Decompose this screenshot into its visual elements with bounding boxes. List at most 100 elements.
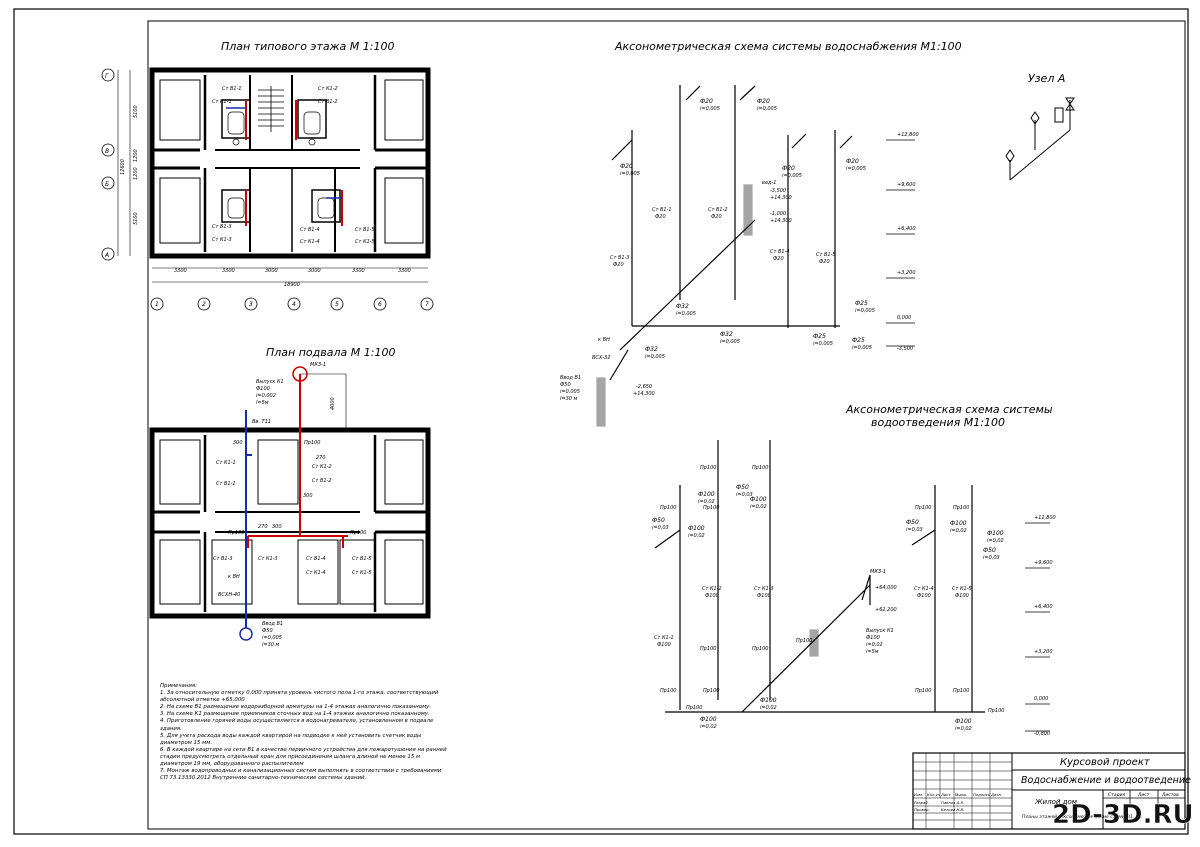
riser-label: Ст К1-2 (312, 464, 332, 470)
stamp-subject: Водоснабжение и водоотведение (1021, 775, 1191, 786)
riser-label: Ст В1-5 (816, 252, 836, 258)
riser-label: Ст В1-2 (318, 99, 338, 105)
stamp-name: Белова Н.В. (941, 807, 964, 812)
misc-label: -1,000 (770, 211, 786, 217)
riser-label: Ст В1-2 (708, 207, 728, 213)
misc-label: -2,650 (636, 384, 652, 390)
pr-label: Пр100 (703, 505, 719, 511)
stamp-role: Разраб. (914, 800, 929, 805)
riser-label: Ф20 (819, 259, 830, 265)
pr-label: Пр100 (752, 465, 768, 471)
riser-label: Ф100 (705, 593, 719, 599)
pipe-label: Ф20 (620, 163, 633, 170)
pr-label: Пр100 (915, 688, 931, 694)
outlet-label: Ф100 (866, 635, 880, 641)
basement-plan (149, 366, 431, 641)
inlet-label: i=0,005 (262, 635, 282, 641)
dim-span: 3300 (174, 268, 187, 274)
riser-label: Ст В1-5 (352, 556, 372, 562)
misc-label: к ВН (598, 337, 610, 343)
note-item: 7. Монтаж водопроводных и канализационны… (160, 768, 442, 782)
dim-label: 270 (258, 524, 268, 530)
pipe-label: i=0,005 (757, 106, 777, 112)
riser-label: Ст К1-5 (352, 570, 372, 576)
axis-col-label: 4 (292, 301, 296, 308)
riser-label: Ф100 (657, 642, 671, 648)
riser-label: Ст К1-5 (355, 239, 375, 245)
node-a-diagram (1005, 97, 1075, 181)
axis-col-markers (150, 297, 434, 311)
riser-label: Ст К1-2 (318, 86, 338, 92)
floor-plan (117, 67, 431, 283)
dim-total: 18900 (284, 282, 300, 288)
dim-label: 300 (233, 440, 243, 446)
dim-vertical: 1200 (133, 167, 139, 180)
pipe-label: i=0,005 (620, 171, 640, 177)
pr-label: Пр100 (953, 505, 969, 511)
pipe-label: i=0,02 (950, 528, 967, 534)
pipe-label: Ф20 (700, 98, 713, 105)
pipe-label: Ф25 (813, 333, 826, 340)
water-axon-diagram (596, 85, 853, 427)
pipe-label: i=0,02 (987, 538, 1004, 544)
outlet-label: Ф100 (256, 386, 270, 392)
pipe-label: i=0,02 (688, 533, 705, 539)
pipe-label: Ф32 (676, 303, 689, 310)
outlet-label: i=0,002 (256, 393, 276, 399)
pr-label: Пр100 (304, 440, 320, 446)
pipe-label: Ф50 (736, 484, 749, 491)
stamp-right-header: Стадия (1108, 792, 1126, 798)
note-item: 2. На схеме В1 размещение водоразборной … (160, 704, 432, 711)
riser-label: Ст В1-4 (300, 227, 320, 233)
pr-label: Пр100 (988, 708, 1004, 714)
riser-label: Ст К1-3 (212, 237, 232, 243)
title-block (912, 752, 1186, 830)
level-mark: +12,800 (1034, 515, 1056, 521)
level-mark: -0,800 (1034, 731, 1050, 737)
axis-row-label: Б (105, 181, 109, 188)
pipe-label: Ф50 (652, 517, 665, 524)
notes-heading: Примечания: (160, 683, 197, 689)
pipe-label: Ф100 (750, 496, 767, 503)
riser-label: Ст К1-1 (654, 635, 674, 641)
axis-row-markers (101, 68, 115, 261)
pipe-label: i=0,005 (846, 166, 866, 172)
stamp-header: №док. (954, 792, 967, 797)
pr-label: Пр100 (915, 505, 931, 511)
pipe-label: Ф25 (852, 337, 865, 344)
inlet-label: Ввод В1 (262, 621, 283, 627)
inner-frame (147, 20, 1186, 830)
dim-vertical: 5100 (133, 212, 139, 225)
riser-label: Ст В1-3 (212, 224, 232, 230)
pipe-label: i=0,03 (652, 525, 669, 531)
pr-label: Пр100 (228, 530, 244, 536)
pipe-label: Ф100 (955, 718, 972, 725)
inlet-label: Ввод В1 (560, 375, 581, 381)
riser-label: Ст К1-2 (702, 586, 722, 592)
misc-label: ВСХ-32 (592, 355, 611, 361)
inlet-label: l=30 м (560, 396, 578, 402)
pr-label: Пр100 (700, 646, 716, 652)
stamp-sheet-title: Планы этажей. Аксонометрические схемы В1… (1022, 814, 1142, 820)
pr-label: Пр100 (350, 530, 366, 536)
pipe-label: i=0,02 (750, 504, 767, 510)
dim-span: 3300 (222, 268, 235, 274)
vv-label: Вв. Т11 (252, 419, 271, 425)
level-mark: +3,200 (897, 270, 916, 276)
riser-label: Ст К1-4 (914, 586, 934, 592)
riser-label: Ст К1-4 (300, 239, 320, 245)
pipe-label: Ф32 (645, 346, 658, 353)
pipe-label: Ф100 (698, 491, 715, 498)
riser-label: Ф20 (613, 262, 624, 268)
axis-col-label: 3 (249, 301, 253, 308)
outlet-label: i=0,02 (866, 642, 883, 648)
level-mark: +6,400 (1034, 604, 1053, 610)
misc-label: -3,500 (770, 188, 786, 194)
riser-label: Ст К1-5 (952, 586, 972, 592)
pr-label: Пр100 (660, 688, 676, 694)
riser-label: Ст В1-5 (355, 227, 375, 233)
misc-label: +14,300 (633, 391, 655, 397)
inlet-label: Ф50 (262, 628, 273, 634)
riser-label: Ст В1-4 (306, 556, 326, 562)
